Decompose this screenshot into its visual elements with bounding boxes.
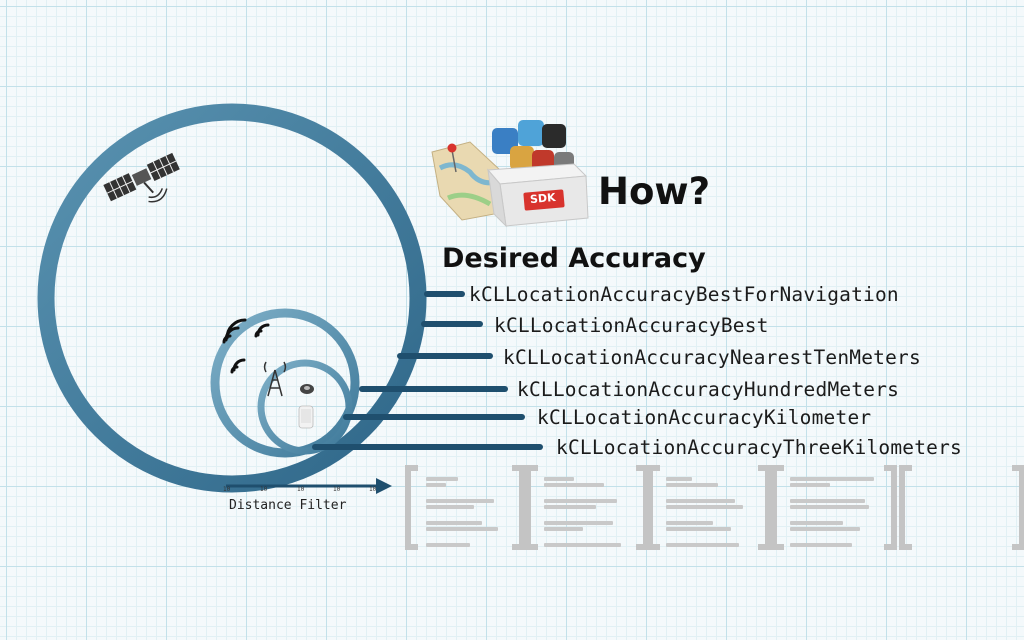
accuracy-ring-medium — [210, 308, 360, 458]
cell-tower-icon — [263, 361, 287, 397]
accuracy-ring-large — [37, 103, 427, 493]
distance-filter-arrow — [226, 478, 392, 494]
iphone-icon — [298, 405, 314, 429]
distance-tick: 10 — [333, 486, 341, 493]
distance-tick: 10 — [260, 486, 268, 493]
accuracy-option-kilometer: kCLLocationAccuracyKilometer — [537, 406, 872, 429]
distance-tick: 10 — [223, 486, 231, 493]
code-snippet-3 — [666, 467, 752, 549]
distance-tick: 10 — [369, 486, 377, 493]
accuracy-option-three-kilometers: kCLLocationAccuracyThreeKilometers — [556, 436, 962, 459]
distance-filter-label: Distance Filter — [229, 498, 347, 513]
accuracy-option-nearest-ten-meters: kCLLocationAccuracyNearestTenMeters — [503, 346, 921, 369]
desired-accuracy-heading: Desired Accuracy — [442, 243, 706, 274]
accuracy-option-best: kCLLocationAccuracyBest — [494, 314, 769, 337]
distance-tick: 10 — [297, 486, 305, 493]
satellite-icon — [103, 152, 180, 203]
accuracy-ring-small — [257, 359, 353, 455]
location-dot-icon — [300, 384, 314, 394]
code-panel-brackets — [405, 465, 1024, 550]
accuracy-option-best-for-navigation: kCLLocationAccuracyBestForNavigation — [469, 283, 899, 306]
accuracy-option-hundred-meters: kCLLocationAccuracyHundredMeters — [517, 378, 900, 401]
code-snippet-2 — [544, 467, 630, 549]
accuracy-connectors — [312, 291, 543, 450]
code-snippet-1 — [426, 467, 506, 549]
code-snippet-4 — [790, 467, 878, 549]
sdk-box-icon — [431, 120, 589, 228]
pin-icon — [447, 143, 457, 173]
wifi-icon — [222, 318, 270, 374]
page-title: How? — [598, 170, 711, 213]
sdk-badge: SDK — [529, 190, 557, 207]
